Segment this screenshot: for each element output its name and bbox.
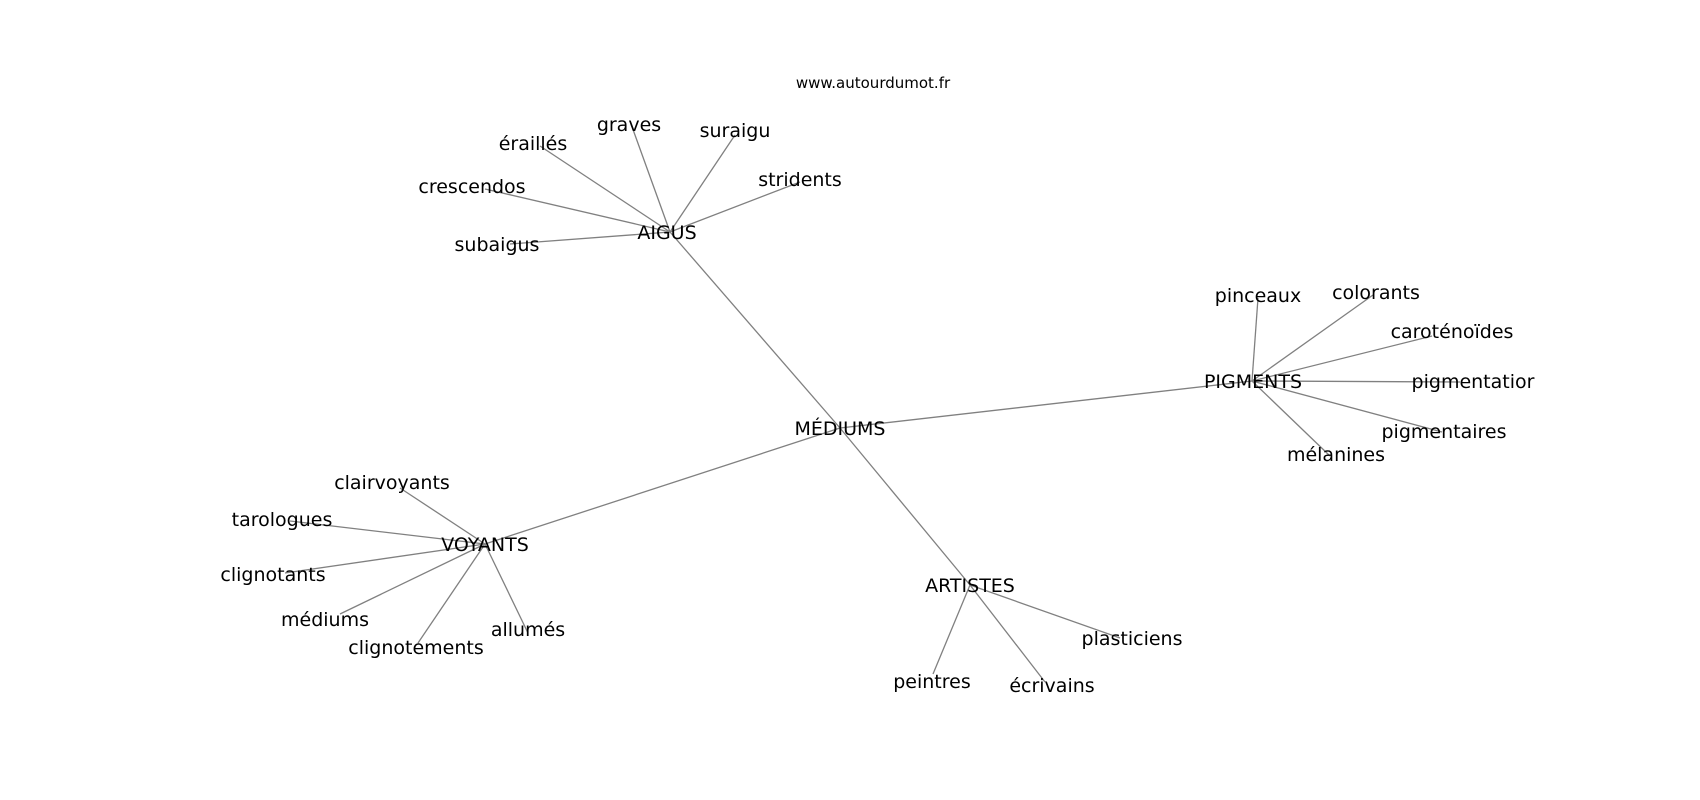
edge-aigus-graves <box>630 123 671 233</box>
edge-artistes-ecrivains <box>969 584 1046 683</box>
edge-pigments-pigmentaires <box>1251 380 1443 433</box>
edge-voyants-clignotements <box>417 543 486 644</box>
node-hub-artistes: ARTISTES <box>925 575 1015 597</box>
edge-center-artistes <box>839 427 971 586</box>
edge-artistes-plasticiens <box>969 584 1121 639</box>
node-leaf-peintres: peintres <box>893 671 971 693</box>
node-leaf-plasticiens: plasticiens <box>1082 628 1183 650</box>
node-leaf-tarologues: tarologues <box>232 509 333 531</box>
node-leaf-pinceaux: pinceaux <box>1215 285 1301 307</box>
edge-aigus-erailles <box>539 145 671 233</box>
edge-artistes-peintres <box>932 584 971 675</box>
node-leaf-allumes: allumés <box>491 619 565 641</box>
edge-pigments-pinceaux <box>1251 297 1259 382</box>
edge-pigments-pigmentatior <box>1251 380 1461 383</box>
edge-pigments-colorants <box>1251 294 1374 382</box>
node-leaf-carotenoides: caroténoïdes <box>1391 321 1514 343</box>
edges <box>284 123 1461 683</box>
edge-voyants-allumes <box>484 543 529 634</box>
node-leaf-erailles: éraillés <box>499 133 568 155</box>
node-leaf-crescendos: crescendos <box>418 176 525 198</box>
node-leaf-clairvoyants: clairvoyants <box>334 472 450 494</box>
edge-center-pigments <box>839 380 1253 429</box>
edge-voyants-clignotants <box>284 543 486 574</box>
node-hub-voyants: VOYANTS <box>441 534 529 556</box>
edge-aigus-crescendos <box>484 188 671 233</box>
node-leaf-suraigu: suraigu <box>700 120 771 142</box>
edge-center-voyants <box>484 427 841 545</box>
node-leaf-pigmentaires: pigmentaires <box>1382 421 1507 443</box>
node-hub-aigus: AIGUS <box>637 222 696 244</box>
node-leaf-graves: graves <box>597 114 661 136</box>
node-center: MÉDIUMS <box>795 417 886 440</box>
watermark: www.autourdumot.fr <box>796 74 951 92</box>
node-leaf-stridents: stridents <box>758 169 842 191</box>
node-leaf-subaigus: subaigus <box>455 234 540 256</box>
node-leaf-clignotements: clignotements <box>348 637 483 659</box>
edge-aigus-suraigu <box>669 134 736 233</box>
edge-pigments-melanines <box>1251 380 1331 457</box>
node-leaf-clignotants: clignotants <box>220 564 325 586</box>
node-leaf-melanines: mélanines <box>1287 444 1385 466</box>
node-leaf-mediums: médiums <box>281 609 369 631</box>
node-leaf-colorants: colorants <box>1332 282 1420 304</box>
node-leaf-ecrivains: écrivains <box>1009 675 1094 697</box>
edge-voyants-tarologues <box>289 520 486 545</box>
edge-voyants-mediums <box>339 543 486 615</box>
edge-aigus-stridents <box>669 181 801 233</box>
node-leaf-pigmentatior: pigmentatior <box>1412 371 1535 393</box>
edge-voyants-clairvoyants <box>399 487 486 545</box>
node-hub-pigments: PIGMENTS <box>1204 371 1302 393</box>
edge-pigments-carotenoides <box>1251 335 1433 382</box>
edge-center-aigus <box>669 231 841 429</box>
edge-aigus-subaigus <box>509 231 671 245</box>
